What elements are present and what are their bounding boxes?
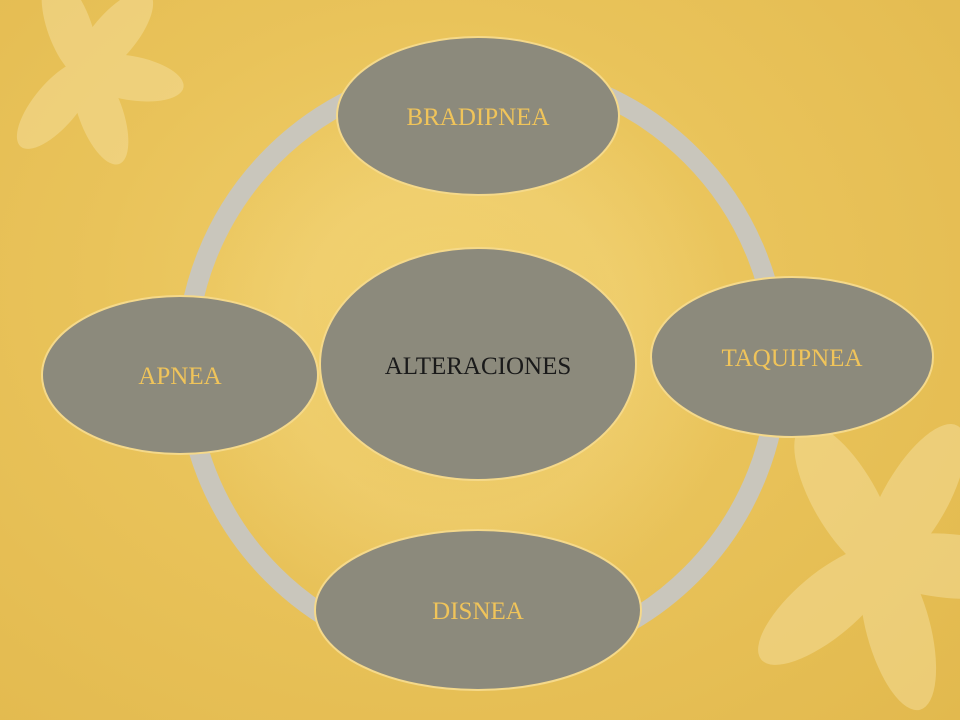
center-node[interactable]: ALTERACIONES xyxy=(319,247,637,481)
center-node-label: ALTERACIONES xyxy=(385,353,572,380)
node-bradipnea[interactable]: BRADIPNEA xyxy=(336,36,620,196)
node-apnea[interactable]: APNEA xyxy=(41,295,319,455)
node-disnea-label: DISNEA xyxy=(432,598,524,625)
node-bradipnea-label: BRADIPNEA xyxy=(406,104,549,131)
node-disnea[interactable]: DISNEA xyxy=(314,529,642,691)
node-taquipnea-label: TAQUIPNEA xyxy=(721,345,862,372)
node-taquipnea[interactable]: TAQUIPNEA xyxy=(650,276,934,438)
node-apnea-label: APNEA xyxy=(138,363,221,390)
flower-decoration-bottom-right xyxy=(758,424,960,711)
flower-decoration-top-left xyxy=(16,0,184,165)
